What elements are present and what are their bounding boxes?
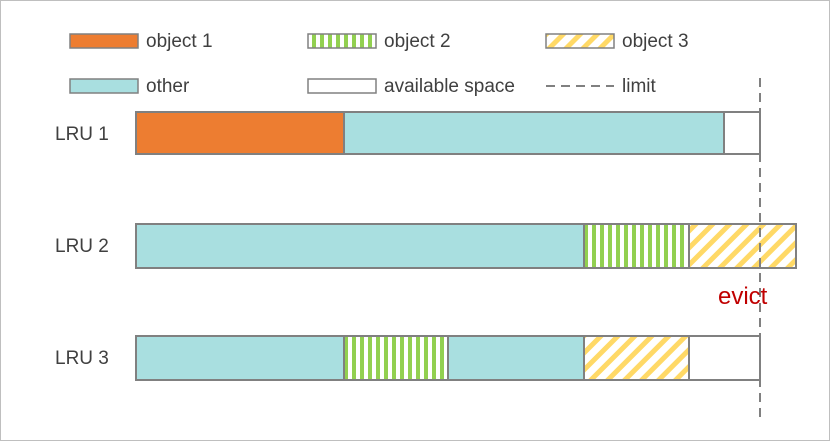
lru3-segment-object2	[343, 335, 449, 381]
lru3-segment-object3	[583, 335, 690, 381]
lru2-segment-other	[135, 223, 585, 269]
legend-label-available: available space	[384, 76, 515, 97]
legend-swatch-object1	[69, 33, 139, 49]
legend-swatch-available	[307, 78, 377, 94]
lru1-segment-available	[723, 111, 761, 155]
lru3-segment-other-b	[447, 335, 585, 381]
row-label-lru3: LRU 3	[55, 348, 109, 369]
legend-swatch-object3	[545, 33, 615, 49]
legend-label-object3: object 3	[622, 31, 689, 52]
lru3-segment-other-a	[135, 335, 345, 381]
lru2-segment-object2	[583, 223, 690, 269]
lru3-segment-available	[688, 335, 761, 381]
legend-label-other: other	[146, 76, 190, 97]
lru2-segment-object3	[688, 223, 797, 269]
legend-swatch-other	[69, 78, 139, 94]
legend-label-object1: object 1	[146, 31, 213, 52]
lru1-segment-object1	[135, 111, 345, 155]
row-label-lru2: LRU 2	[55, 236, 109, 257]
legend-swatch-object2	[307, 33, 377, 49]
lru1-segment-other	[343, 111, 725, 155]
row-label-lru1: LRU 1	[55, 124, 109, 145]
evict-label: evict	[718, 283, 768, 310]
legend-label-object2: object 2	[384, 31, 451, 52]
legend-label-limit: limit	[622, 76, 656, 97]
